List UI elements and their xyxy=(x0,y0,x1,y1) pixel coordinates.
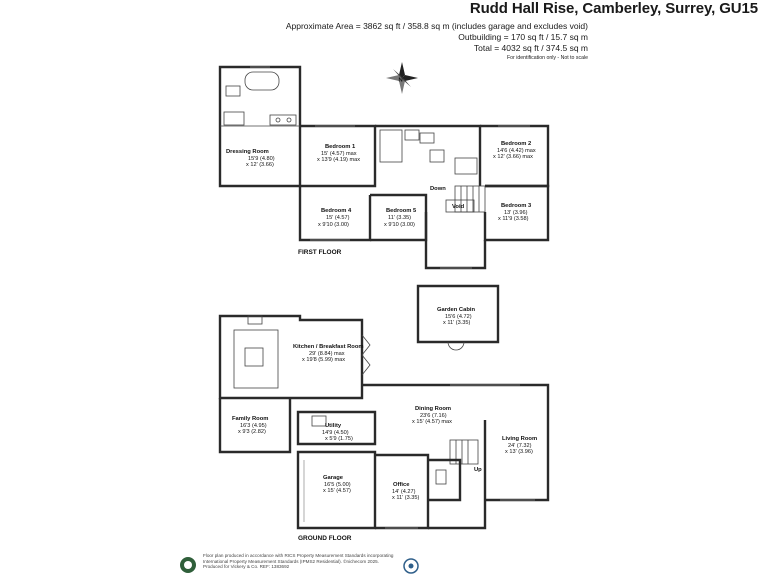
area-line-approximate: Approximate Area = 3862 sq ft / 358.8 sq… xyxy=(285,21,588,31)
room-dims-living-room-2: x 13' (3.96) xyxy=(505,449,533,455)
footer-line-3: Produced for Vickery & Co. REF: 1383692 xyxy=(203,564,290,570)
ground-floor-label: GROUND FLOOR xyxy=(298,535,352,542)
room-name-bedroom-4: Bedroom 4 xyxy=(321,208,352,214)
room-dims-kitchen-1: 29' (8.84) max xyxy=(309,351,345,357)
room-name-family-room: Family Room xyxy=(232,416,268,422)
room-dims-bedroom-4-2: x 9'10 (3.00) xyxy=(318,222,349,228)
page-title: Rudd Hall Rise, Camberley, Surrey, GU15 xyxy=(469,0,758,17)
room-name-utility: Utility xyxy=(325,423,342,429)
first-floor-label: FIRST FLOOR xyxy=(298,249,342,256)
stairs-up-marker: Up xyxy=(474,467,482,473)
room-name-office: Office xyxy=(393,482,410,488)
room-dims-garage-2: x 15' (4.57) xyxy=(323,488,351,494)
room-dims-garden-cabin-2: x 11' (3.35) xyxy=(443,320,471,326)
room-name-bedroom-2: Bedroom 2 xyxy=(501,141,531,147)
room-dims-office-1: 14' (4.27) xyxy=(392,489,416,495)
room-name-living-room: Living Room xyxy=(502,436,537,442)
room-dims-bedroom-3-1: 13' (3.96) xyxy=(504,210,528,216)
room-dims-dressing-room-1: 15'9 (4.80) xyxy=(248,156,275,162)
room-dims-kitchen-2: x 19'8 (5.99) max xyxy=(302,357,345,363)
area-line-outbuilding: Outbuilding = 170 sq ft / 15.7 sq m xyxy=(458,32,588,42)
room-dims-dining-room-1: 23'6 (7.16) xyxy=(420,413,447,419)
stairs-down-marker: Down xyxy=(430,186,446,192)
room-name-bedroom-3: Bedroom 3 xyxy=(501,203,532,209)
room-dims-bedroom-4-1: 15' (4.57) xyxy=(326,215,350,221)
room-dims-bedroom-2-2: x 12' (3.66) max xyxy=(493,154,533,160)
room-name-kitchen: Kitchen / Breakfast Room xyxy=(293,344,364,350)
rics-logo-icon xyxy=(180,557,196,573)
footer-line-1: Floor plan produced in accordance with R… xyxy=(203,553,394,558)
room-dims-bedroom-3-2: x 11'9 (3.58) xyxy=(498,216,529,222)
identification-note: For identification only - Not to scale xyxy=(506,55,588,61)
room-dims-bedroom-5-1: 11' (3.35) xyxy=(388,215,411,221)
ground-floor-plan: Garden Cabin 15'6 (4.72) x 11' (3.35) Ki… xyxy=(218,284,550,542)
footer-text: Floor plan produced in accordance with R… xyxy=(203,553,393,570)
compass-north-label: N xyxy=(399,78,403,84)
room-dims-bedroom-5-2: x 9'10 (3.00) xyxy=(384,222,415,228)
void-marker: Void xyxy=(452,204,465,210)
room-dims-bedroom-1-1: 15' (4.57) max xyxy=(321,151,357,157)
room-name-bedroom-1: Bedroom 1 xyxy=(325,144,356,150)
room-dims-family-room-1: 16'3 (4.95) xyxy=(240,423,267,429)
room-dims-utility-2: x 5'9 (1.75) xyxy=(325,436,353,442)
room-dims-garden-cabin-1: 15'6 (4.72) xyxy=(445,314,472,320)
room-dims-dining-room-2: x 15' (4.57) max xyxy=(412,419,452,425)
room-name-dining-room: Dining Room xyxy=(415,406,451,412)
compass-rose-icon: N xyxy=(386,62,418,94)
room-dims-bedroom-2-1: 14'6 (4.42) max xyxy=(497,148,536,154)
footer-line-2: International Property Measurement Stand… xyxy=(203,558,379,564)
room-dims-utility-1: 14'9 (4.50) xyxy=(322,430,349,436)
room-name-bedroom-5: Bedroom 5 xyxy=(386,208,417,214)
ipms-logo-icon xyxy=(403,558,419,574)
room-name-garden-cabin: Garden Cabin xyxy=(437,307,475,313)
room-dims-garage-1: 16'5 (5.00) xyxy=(324,482,351,488)
room-dims-family-room-2: x 9'3 (2.82) xyxy=(238,429,266,435)
first-floor-plan: Dressing Room 15'9 (4.80) x 12' (3.66) B… xyxy=(218,65,550,270)
room-dims-bedroom-1-2: x 13'9 (4.19) max xyxy=(317,157,360,163)
room-dims-living-room-1: 24' (7.32) xyxy=(508,443,532,449)
area-line-total: Total = 4032 sq ft / 374.5 sq m xyxy=(473,43,588,53)
room-dims-office-2: x 11' (3.35) xyxy=(392,495,420,501)
room-dims-dressing-room-2: x 12' (3.66) xyxy=(246,162,274,168)
room-name-garage: Garage xyxy=(323,475,344,481)
room-name-dressing-room: Dressing Room xyxy=(226,149,269,155)
